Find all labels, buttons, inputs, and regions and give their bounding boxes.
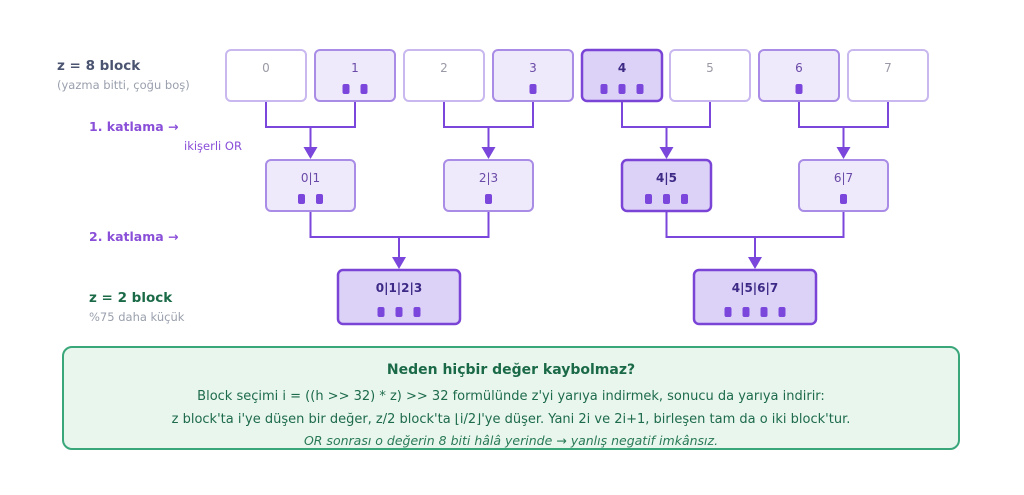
block-rect: [847, 49, 929, 102]
z2-subtitle: %75 daha küçük: [89, 310, 185, 324]
bit-mark: [618, 84, 626, 94]
bit-mark: [742, 307, 750, 317]
block-grid: 0 1 2 3 4 5 6 7 0|1 2|3 4|5 6|7 0|1|2|3 4|5|6|7: [225, 48, 929, 326]
block-rect: [669, 49, 751, 102]
z8-subtitle: (yazma bitti, çoğu boş): [57, 78, 190, 92]
explanation-title: Neden hiçbir değer kaybolmaz?: [386, 362, 636, 378]
arrow-head: [303, 147, 318, 159]
block-label: 7: [884, 61, 892, 75]
bit-mark: [298, 194, 305, 204]
bit-mark: [645, 194, 652, 204]
level1-block-2: 4|5: [620, 158, 713, 213]
bit-mark: [760, 307, 768, 317]
bit-mark: [663, 194, 670, 204]
bit-mark: [360, 84, 368, 94]
block-label: 5: [706, 61, 714, 75]
fold2-connector-1: [665, 211, 845, 269]
fold1-connector-1: [443, 101, 534, 159]
fold-bracket: [265, 101, 356, 128]
block-label: 0|1: [301, 171, 320, 185]
block-rect: [798, 159, 889, 212]
level1-block-1: 2|3: [443, 159, 534, 212]
level0-block-0: 0: [225, 49, 307, 102]
fold-bracket: [621, 101, 711, 128]
arrow-head: [481, 147, 496, 159]
fold2-connector-0: [309, 211, 490, 269]
block-label: 6: [795, 61, 803, 75]
fold1-connector-0: [265, 101, 356, 159]
level2-block-0: 0|1|2|3: [336, 268, 462, 326]
bit-mark: [342, 84, 350, 94]
level0-block-5: 5: [669, 49, 751, 102]
block-rect: [265, 159, 356, 212]
fold2-label: 2. katlama →: [89, 229, 179, 244]
explanation-line-1: Block seçimi i = ((h >> 32) * z) >> 32 f…: [197, 389, 825, 404]
arrow-head: [392, 257, 406, 269]
level1-block-0: 0|1: [265, 159, 356, 212]
block-label: 3: [529, 61, 537, 75]
z2-title: z = 2 block: [89, 290, 173, 306]
z8-title: z = 8 block: [57, 58, 141, 74]
bit-mark: [840, 194, 847, 204]
fold-bracket: [309, 211, 490, 238]
block-rect: [314, 49, 396, 102]
level0-block-1: 1: [314, 49, 396, 102]
block-label: 2: [440, 61, 448, 75]
bit-mark: [529, 84, 537, 94]
bit-mark: [377, 307, 385, 317]
bit-mark: [395, 307, 403, 317]
fold-connectors: [265, 101, 889, 269]
block-label: 0: [262, 61, 270, 75]
block-rect: [225, 49, 307, 102]
block-label: 4|5: [656, 171, 677, 185]
fold1-label: 1. katlama →: [89, 119, 179, 134]
explanation-line-3: OR sonrası o değerin 8 biti hâlâ yerinde…: [303, 433, 719, 448]
level0-block-7: 7: [847, 49, 929, 102]
block-rect: [336, 268, 462, 326]
block-rect: [403, 49, 485, 102]
explanation-line-2: z block'ta i'ye düşen bir değer, z/2 blo…: [171, 412, 851, 427]
bit-mark: [795, 84, 803, 94]
level0-block-4: 4: [580, 48, 664, 103]
fold-bracket: [798, 101, 889, 128]
bit-mark: [636, 84, 644, 94]
level0-block-2: 2: [403, 49, 485, 102]
bit-mark: [413, 307, 421, 317]
level0-block-6: 6: [758, 49, 840, 102]
block-rect: [758, 49, 840, 102]
block-label: 6|7: [834, 171, 853, 185]
fold1-connector-3: [798, 101, 889, 159]
bit-mark: [778, 307, 786, 317]
arrow-head: [836, 147, 851, 159]
arrow-head: [659, 147, 674, 159]
explanation-box: Neden hiçbir değer kaybolmaz? Block seçi…: [62, 346, 960, 450]
block-rect: [492, 49, 574, 102]
fold1-connector-2: [621, 101, 711, 159]
block-label: 4: [618, 61, 626, 75]
bit-mark: [485, 194, 492, 204]
block-label: 4|5|6|7: [732, 281, 779, 295]
bit-mark: [681, 194, 688, 204]
fold1-sublabel: ikişerli OR: [184, 139, 242, 153]
level2-block-1: 4|5|6|7: [692, 268, 818, 326]
bit-mark: [600, 84, 608, 94]
level1-block-3: 6|7: [798, 159, 889, 212]
block-label: 1: [351, 61, 359, 75]
block-label: 2|3: [479, 171, 498, 185]
folding-diagram: z = 8 block (yazma bitti, çoğu boş) 1. k…: [57, 48, 929, 326]
bit-mark: [316, 194, 323, 204]
block-rect: [443, 159, 534, 212]
fold-bracket: [443, 101, 534, 128]
fold-bracket: [665, 211, 845, 238]
level0-block-3: 3: [492, 49, 574, 102]
block-rect: [620, 158, 713, 213]
block-label: 0|1|2|3: [376, 281, 423, 295]
bit-mark: [724, 307, 732, 317]
block-rect: [692, 268, 818, 326]
arrow-head: [748, 257, 762, 269]
